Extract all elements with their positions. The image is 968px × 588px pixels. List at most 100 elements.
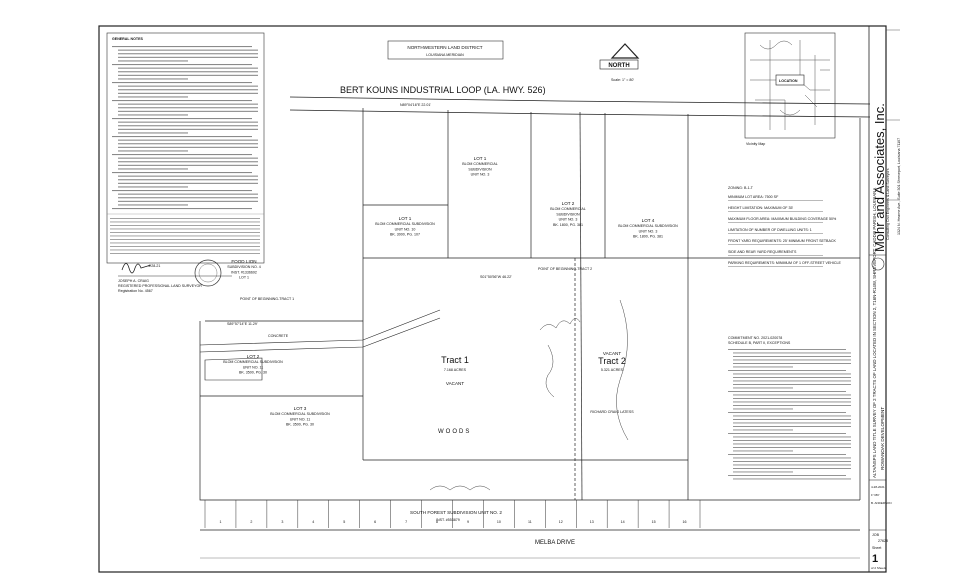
map-scale: Scale: 1" = 80' — [611, 78, 634, 82]
general-notes-block: GENERAL NOTES — [106, 32, 265, 264]
note-line — [110, 221, 260, 223]
bottom-lot-number: 1 — [219, 520, 221, 524]
note-line — [118, 74, 258, 76]
note-line — [110, 253, 260, 254]
note-line — [118, 60, 188, 62]
exception-line — [733, 443, 851, 445]
pob-tract2: POINT OF BEGINNING-TRACT 2 — [538, 267, 592, 271]
note-line — [118, 71, 258, 73]
lot-label-line: BLOM COMMERCIAL SUBDIVISION — [375, 222, 435, 226]
surveyor-name: JOSEPH A. CRAIG — [118, 279, 149, 283]
bottom-lot-number: 3 — [281, 520, 283, 524]
exception-line — [728, 391, 846, 392]
zoning-fine-line — [728, 233, 823, 234]
note-line — [118, 186, 188, 188]
district-line1: NORTHWESTERN LAND DISTRICT — [407, 45, 482, 50]
road-bottom-label: MELBA DRIVE — [535, 540, 575, 546]
lot-label-line: BLOM COMMERCIAL — [550, 207, 586, 211]
note-line — [118, 200, 258, 202]
bottom-lot-number: 16 — [683, 520, 687, 524]
bottom-lot-number: 13 — [590, 520, 594, 524]
surveyor-certification: 4-28-21 JOSEPH A. CRAIG REGISTERED PROFE… — [118, 259, 232, 293]
woods-label: WOODS — [438, 429, 471, 435]
note-line — [112, 154, 252, 156]
note-line — [118, 146, 258, 148]
lot-label-line: SUBDIVISION — [556, 212, 580, 216]
bottom-lot-number: 10 — [497, 520, 501, 524]
tract1-label: Tract 1 7.168 ACRES VACANT — [441, 355, 469, 386]
job-label: JOB — [872, 533, 880, 537]
job-number: 27628 — [878, 539, 888, 543]
note-line — [110, 242, 260, 244]
exception-line — [728, 370, 846, 371]
note-line — [118, 164, 258, 166]
note-line — [118, 193, 258, 195]
company-name: Mohr and Associates, Inc. — [872, 103, 887, 252]
commitment-title: COMMITMENT NO. 2021-020078 — [728, 336, 782, 340]
survey-date: 4-28-2021 — [871, 485, 885, 489]
lot-label-line: BLOM COMMERCIAL SUBDIVISION — [270, 412, 330, 416]
lot-label-line: BLOM COMMERCIAL SUBDIVISION — [223, 360, 283, 364]
district-line2: LOUISIANA MERIDIAN — [426, 53, 464, 57]
tract2-acres: 5.321 ACRES — [601, 368, 624, 372]
zoning-fine-line — [728, 266, 823, 267]
zoning-line: SIDE AND REAR YARD REQUIREMENTS — [728, 250, 797, 254]
exception-line — [733, 468, 851, 469]
exception-line — [733, 415, 851, 417]
tract1-name: Tract 1 — [441, 355, 469, 365]
note-line — [118, 107, 258, 109]
tract1-vacant: VACANT — [446, 381, 464, 386]
exception-line — [733, 419, 851, 420]
exception-line — [733, 366, 793, 368]
of-sheets: of 2 Sheets — [871, 566, 887, 570]
lot-label-line: LOT 2 — [247, 354, 260, 359]
zoning-line: PARKING REQUIREMENTS: MINIMUM OF 1 OFF-S… — [728, 261, 841, 265]
land-district-box: NORTHWESTERN LAND DISTRICT LOUISIANA MER… — [387, 40, 504, 60]
note-line — [118, 103, 258, 105]
lot-label-line: SUBDIVISION NO. 4 — [227, 265, 261, 269]
exception-line — [728, 433, 846, 434]
note-line — [118, 85, 258, 87]
vicinity-location-label: LOCATION — [779, 79, 798, 83]
bottom-lot-number: 11 — [528, 520, 532, 524]
lot-label-line: LOT 1 — [474, 156, 487, 161]
company-tagline: Consulting Civil Engineers & Land Survey… — [886, 168, 890, 240]
lot-label-line: UNIT NO. 11 — [290, 417, 310, 421]
outer-border — [98, 25, 887, 573]
lot-label-line: LOT 1 — [239, 276, 249, 280]
zoning-line: LIMITATION OF NUMBER OF DWELLING UNITS: … — [728, 228, 812, 232]
tie-bearing-2: S01°50'56"W 46.22' — [480, 275, 512, 279]
exception-line — [733, 440, 851, 441]
note-line — [118, 132, 188, 134]
note-line — [112, 100, 252, 102]
note-line — [118, 89, 258, 91]
zoning-line: MAXIMUM FLOOR AREA: MAXIMUM BUILDING COV… — [728, 217, 837, 221]
note-line — [118, 96, 188, 98]
pob-tract1: POINT OF BEGINNING-TRACT 1 — [240, 297, 294, 301]
sheet-label: Sheet — [872, 546, 881, 550]
note-line — [118, 168, 188, 170]
note-line — [118, 49, 258, 51]
bottom-lot-number: 2 — [250, 520, 252, 524]
exception-line — [733, 387, 793, 389]
vicinity-map: LOCATION Vicinity Map — [744, 32, 836, 146]
note-line — [118, 139, 258, 141]
lot-label-line: LOT 4 — [642, 218, 655, 223]
note-line — [118, 150, 188, 152]
vicinity-caption: Vicinity Map — [746, 142, 765, 146]
exception-line — [733, 471, 793, 473]
note-line — [112, 46, 252, 48]
north-arrow: NORTH Scale: 1" = 80' — [599, 43, 640, 82]
lot-label-line: BK. 3500, PG. 30 — [286, 423, 314, 427]
note-line — [118, 125, 258, 127]
signature-date: 4-28-21 — [148, 264, 160, 268]
note-line — [118, 114, 188, 116]
company-logo-icon — [871, 257, 885, 271]
surveyor-registration: Registration No. 4567 — [118, 289, 153, 293]
note-line — [118, 161, 258, 163]
company-address: 1324 N. Hearne Ave., Suite 301 Shrevepor… — [897, 138, 901, 235]
north-label: NORTH — [608, 63, 629, 69]
road-bert-kouns: BERT KOUNS INDUSTRIAL LOOP (LA. HWY. 526… — [289, 85, 871, 118]
surveyor-title: REGISTERED PROFESSIONAL LAND SURVEYOR — [118, 284, 202, 288]
tract2-vacant: VACANT — [603, 351, 621, 356]
